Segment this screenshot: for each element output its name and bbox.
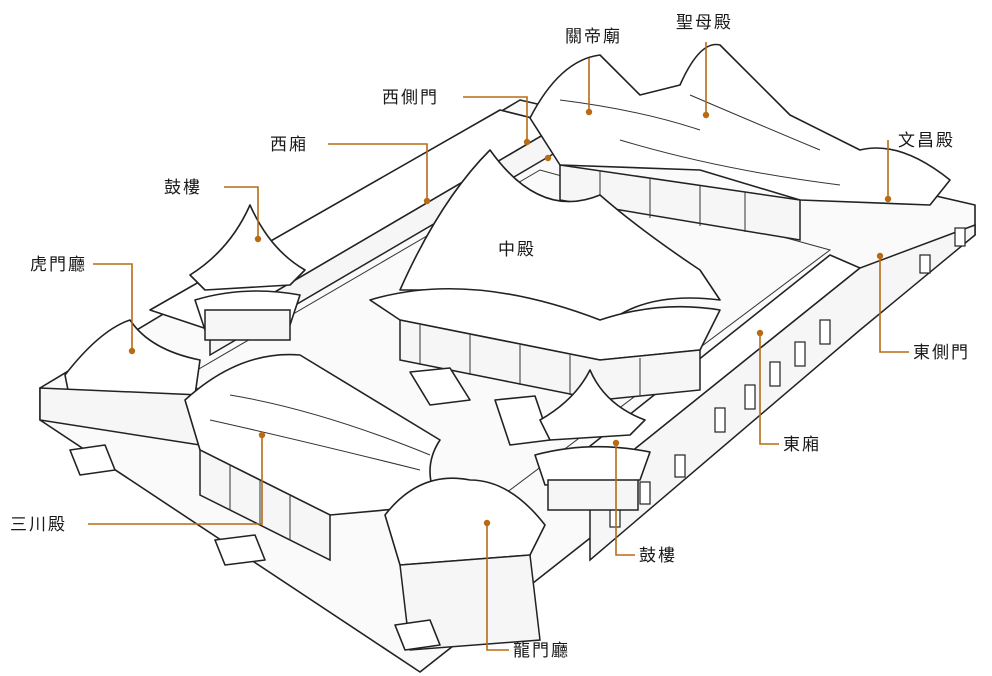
label-dongxiang: 東廂 [783,435,821,455]
label-xixiang: 西廂 [270,135,308,155]
label-zhongdian: 中殿 [498,240,536,260]
label-gulou-east: 鼓樓 [639,546,677,566]
label-longmenting: 龍門廳 [513,641,570,661]
label-dongcemen: 東側門 [913,343,970,363]
leader-lines [88,42,909,651]
diagram-labels: 關帝廟 聖母殿 西側門 西廂 文昌殿 鼓樓 中殿 虎門廳 東側門 東廂 三川殿 … [10,13,970,661]
central-hall-columns [419,325,641,396]
label-xicemen: 西側門 [382,88,439,108]
label-shengmudian: 聖母殿 [676,13,733,33]
label-sanchuandian: 三川殿 [10,515,67,535]
east-wing-windows [609,227,966,528]
temple-drawing [39,43,976,673]
label-guandimiao: 關帝廟 [565,27,622,47]
label-gulou-west: 鼓樓 [164,178,202,198]
label-humenting: 虎門廳 [30,255,87,275]
front-hall-columns [229,465,291,540]
label-wenchangdian: 文昌殿 [898,131,955,151]
